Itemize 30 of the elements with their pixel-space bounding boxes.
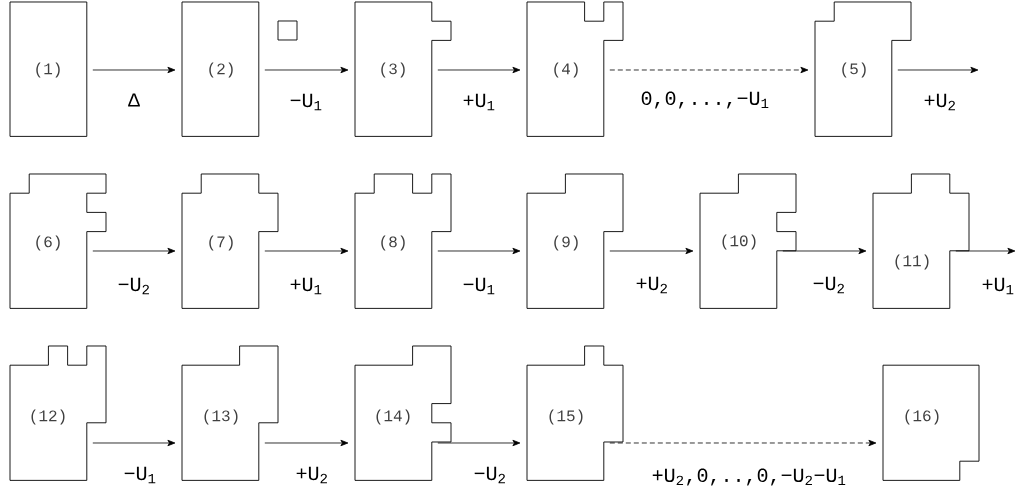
arrow [437, 439, 521, 447]
edge-label: −U$_{1}$ [288, 92, 324, 112]
edge-label: −U$_{1}$ [122, 465, 158, 485]
arrow [92, 439, 176, 447]
edge-label: −U$_{2}$ [811, 275, 847, 295]
edge-label: +U$_{2}$ [634, 275, 670, 295]
edge-label: +U$_{1}$ [461, 92, 497, 112]
arrow [955, 247, 1016, 255]
arrow [437, 66, 521, 74]
edge-label: 0,0,...,−U$_{1}$ [639, 90, 771, 110]
arrow [782, 247, 867, 255]
edge-label: +U$_{2}$,0,..,0,−U$_{2}$−U$_{1}$ [650, 467, 848, 487]
edge-label: −U$_{2}$ [472, 465, 508, 485]
edge-label: +U$_{1}$ [980, 276, 1016, 296]
arrow [609, 247, 694, 255]
edge-label: Δ [127, 92, 141, 108]
edge-label: −U$_{1}$ [461, 276, 497, 296]
arrow [609, 66, 809, 74]
edge-label: +U$_{2}$ [922, 92, 958, 112]
edge-label: +U$_{2}$ [294, 465, 330, 485]
arrow [92, 247, 176, 255]
arrow [437, 247, 521, 255]
edge-label: −U$_{2}$ [116, 276, 152, 296]
arrow [264, 66, 349, 74]
arrow [264, 247, 349, 255]
arrow [92, 66, 176, 74]
edge-label: +U$_{1}$ [288, 276, 324, 296]
arrow [609, 439, 877, 447]
arrow [897, 66, 979, 74]
arrow [264, 439, 349, 447]
